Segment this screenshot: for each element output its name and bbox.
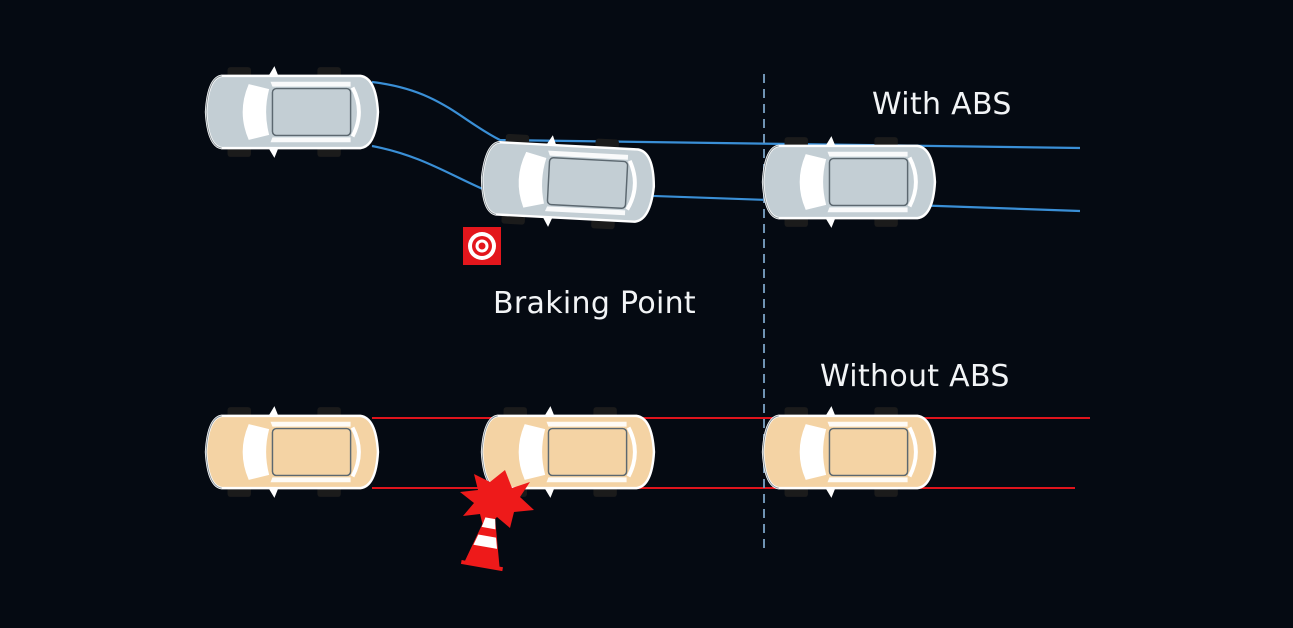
target-icon: [463, 227, 501, 265]
car-without-abs-stop: [761, 404, 937, 500]
car-with-abs-stop: [761, 134, 937, 230]
collision-burst-icon: [460, 470, 534, 530]
with-abs-label: With ABS: [872, 87, 1012, 122]
car-without-abs-start: [204, 404, 380, 500]
car-with-abs-braking: [477, 129, 659, 235]
traffic-cone-icon: [460, 500, 503, 572]
without-abs-label: Without ABS: [820, 359, 1010, 394]
car-with-abs-start: [204, 64, 380, 160]
with-abs-tire-tracks: [371, 80, 1081, 213]
braking-point-label: Braking Point: [493, 286, 696, 321]
